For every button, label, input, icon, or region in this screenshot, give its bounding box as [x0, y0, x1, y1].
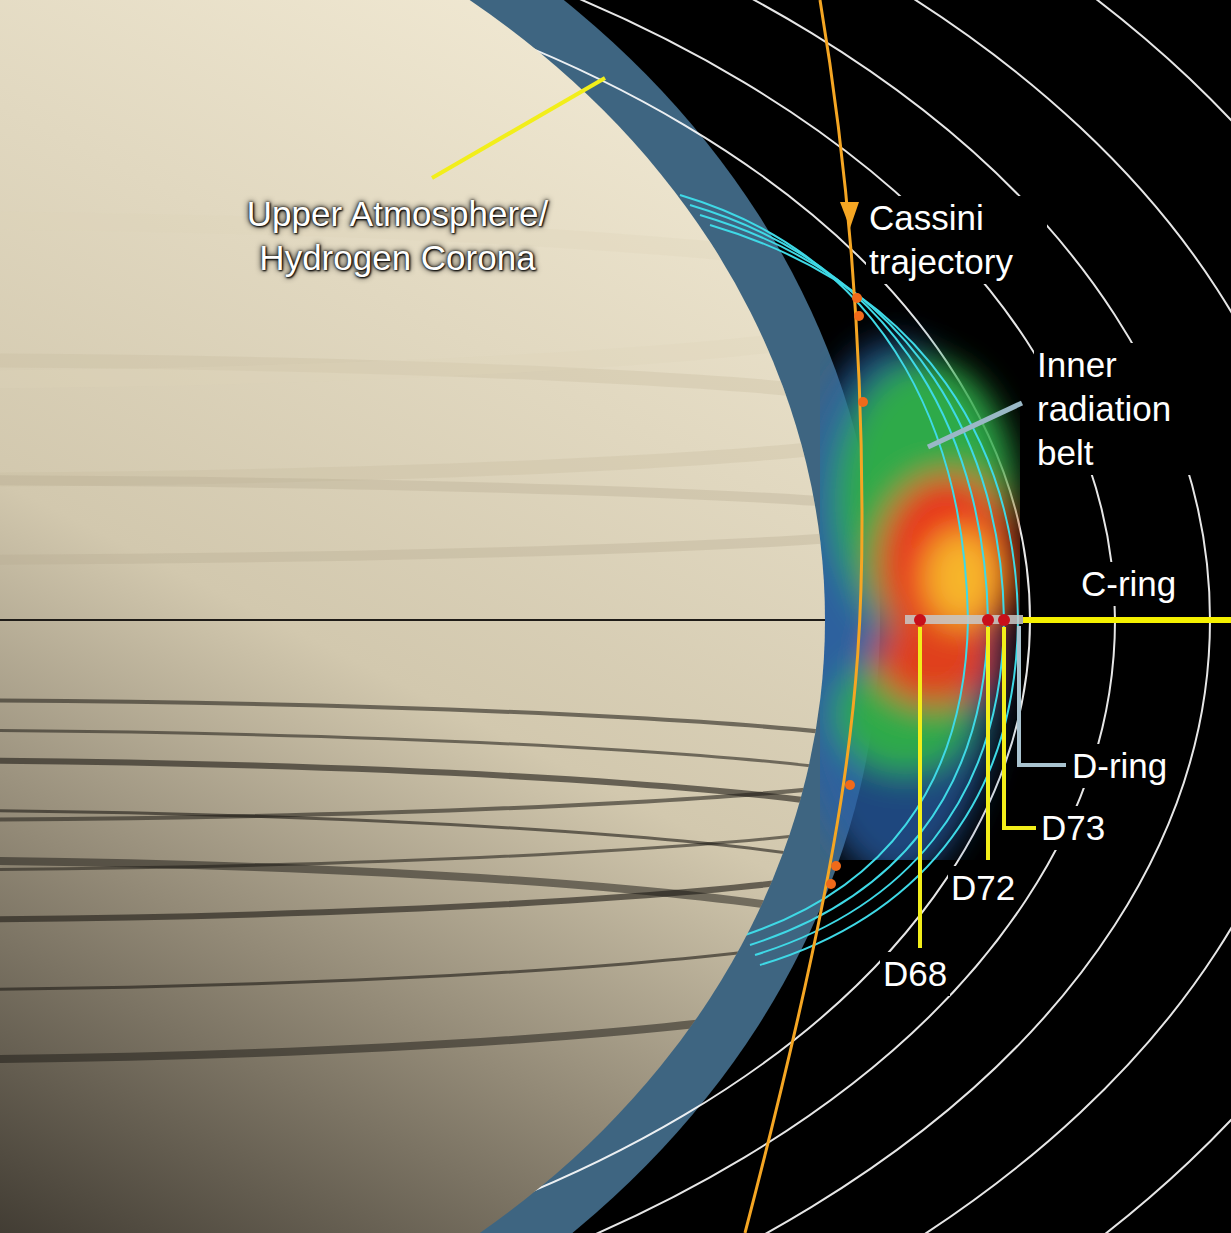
c-ring-line — [1023, 617, 1231, 623]
trajectory-dots — [826, 293, 868, 889]
callout-number: D68 — [880, 952, 950, 996]
orbit-dot — [831, 861, 841, 871]
ring-dot — [914, 614, 926, 626]
orbit-dot — [852, 293, 862, 303]
ring-label: C-ring — [1078, 562, 1179, 606]
trajectory-label: Cassini trajectory — [866, 196, 1047, 284]
ring-shadow — [0, 760, 950, 920]
region-label: Inner radiation belt — [1034, 343, 1208, 475]
leader-line — [1019, 626, 1066, 765]
region-label: Upper Atmosphere/ Hydrogen Corona — [222, 192, 573, 280]
leader-line — [986, 627, 990, 860]
trajectory-arrowhead — [840, 202, 859, 228]
orbit-dot — [826, 879, 836, 889]
ring-dot — [998, 614, 1010, 626]
orbit-dot — [854, 311, 864, 321]
callout-number: D73 — [1038, 806, 1108, 850]
orbit-dot — [858, 397, 868, 407]
callout-number: D72 — [948, 866, 1018, 910]
leader-line — [918, 627, 922, 948]
ring-shadow — [0, 730, 950, 870]
leader-line — [928, 403, 1022, 447]
ring-label: D-ring — [1069, 744, 1170, 788]
planet-bands — [0, 220, 950, 1060]
ring-shadow — [0, 810, 950, 990]
leader-line — [1004, 627, 1036, 828]
orbit-dot — [845, 780, 855, 790]
ring-dot — [982, 614, 994, 626]
ring-shadow — [0, 860, 950, 1060]
cloud-band — [0, 480, 950, 560]
leader-line — [432, 78, 605, 178]
belt-glow — [875, 615, 995, 705]
ring-dots — [914, 614, 1010, 626]
ring-plane — [0, 619, 825, 621]
cassini-trajectory — [745, 0, 862, 1233]
